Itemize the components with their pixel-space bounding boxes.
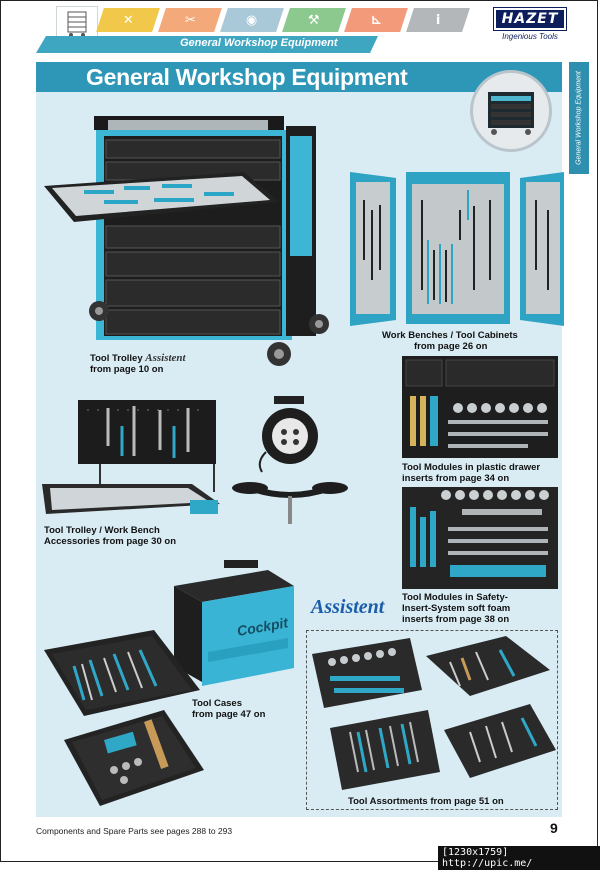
- section-band: General Workshop Equipment: [36, 36, 378, 53]
- accessories-image: [42, 400, 220, 514]
- open-tool-case-image: [44, 630, 204, 806]
- assistent-script: Assistent: [145, 352, 186, 364]
- assortments-box: [306, 630, 558, 810]
- info-icon[interactable]: i: [406, 8, 470, 32]
- foam-module-caption: Tool Modules in Safety- Insert-System so…: [402, 592, 511, 625]
- assortment-trays-image: [312, 636, 556, 790]
- tool-cabinets-image: [350, 172, 564, 326]
- cockpit-case-image: Cockpit: [174, 560, 294, 686]
- foam-module-image: [402, 487, 558, 589]
- measuring-icon[interactable]: ⚒: [282, 8, 346, 32]
- side-tab[interactable]: General Workshop Equipment: [569, 62, 589, 174]
- tool-trolley-image: [44, 116, 329, 366]
- footer-text: Components and Spare Parts see pages 288…: [36, 826, 233, 836]
- pliers-icon[interactable]: ✂: [158, 8, 222, 32]
- side-tab-label: General Workshop Equipment: [575, 71, 583, 165]
- hazet-logo[interactable]: HAZET Ingenious Tools: [493, 7, 567, 41]
- cases-caption: Tool Cases from page 47 on: [192, 698, 266, 720]
- accessories-caption: Tool Trolley / Work Bench Accessories fr…: [44, 525, 176, 547]
- trolley-caption: Tool Trolley Assistent from page 10 on: [90, 352, 186, 376]
- watermark: [1230x1759] http://upic.me/: [438, 846, 600, 870]
- plastic-module-image: [402, 356, 558, 458]
- section-label: General Workshop Equipment: [180, 37, 338, 49]
- category-tabs: ✕ ✂ ◉ ⚒ ⊾ i: [96, 8, 470, 32]
- plastic-module-caption: Tool Modules in plastic drawer inserts f…: [402, 462, 541, 484]
- caliper-icon[interactable]: ⊾: [344, 8, 408, 32]
- socket-icon[interactable]: ◉: [220, 8, 284, 32]
- title-band: General Workshop Equipment: [36, 62, 562, 92]
- page-number: 9: [550, 820, 558, 836]
- page-title: General Workshop Equipment: [86, 64, 408, 90]
- cabinet-thumbnail: [470, 70, 552, 152]
- logo-brand: HAZET: [493, 7, 567, 31]
- assortments-caption: Tool Assortments from page 51 on: [348, 796, 504, 807]
- wrench-screwdriver-icon[interactable]: ✕: [96, 8, 160, 32]
- cable-reel-image: [232, 396, 348, 524]
- benches-caption: Work Benches / Tool Cabinets from page 2…: [382, 330, 518, 352]
- assistent-logo: Assistent: [311, 596, 385, 618]
- logo-tagline: Ingenious Tools: [502, 32, 558, 41]
